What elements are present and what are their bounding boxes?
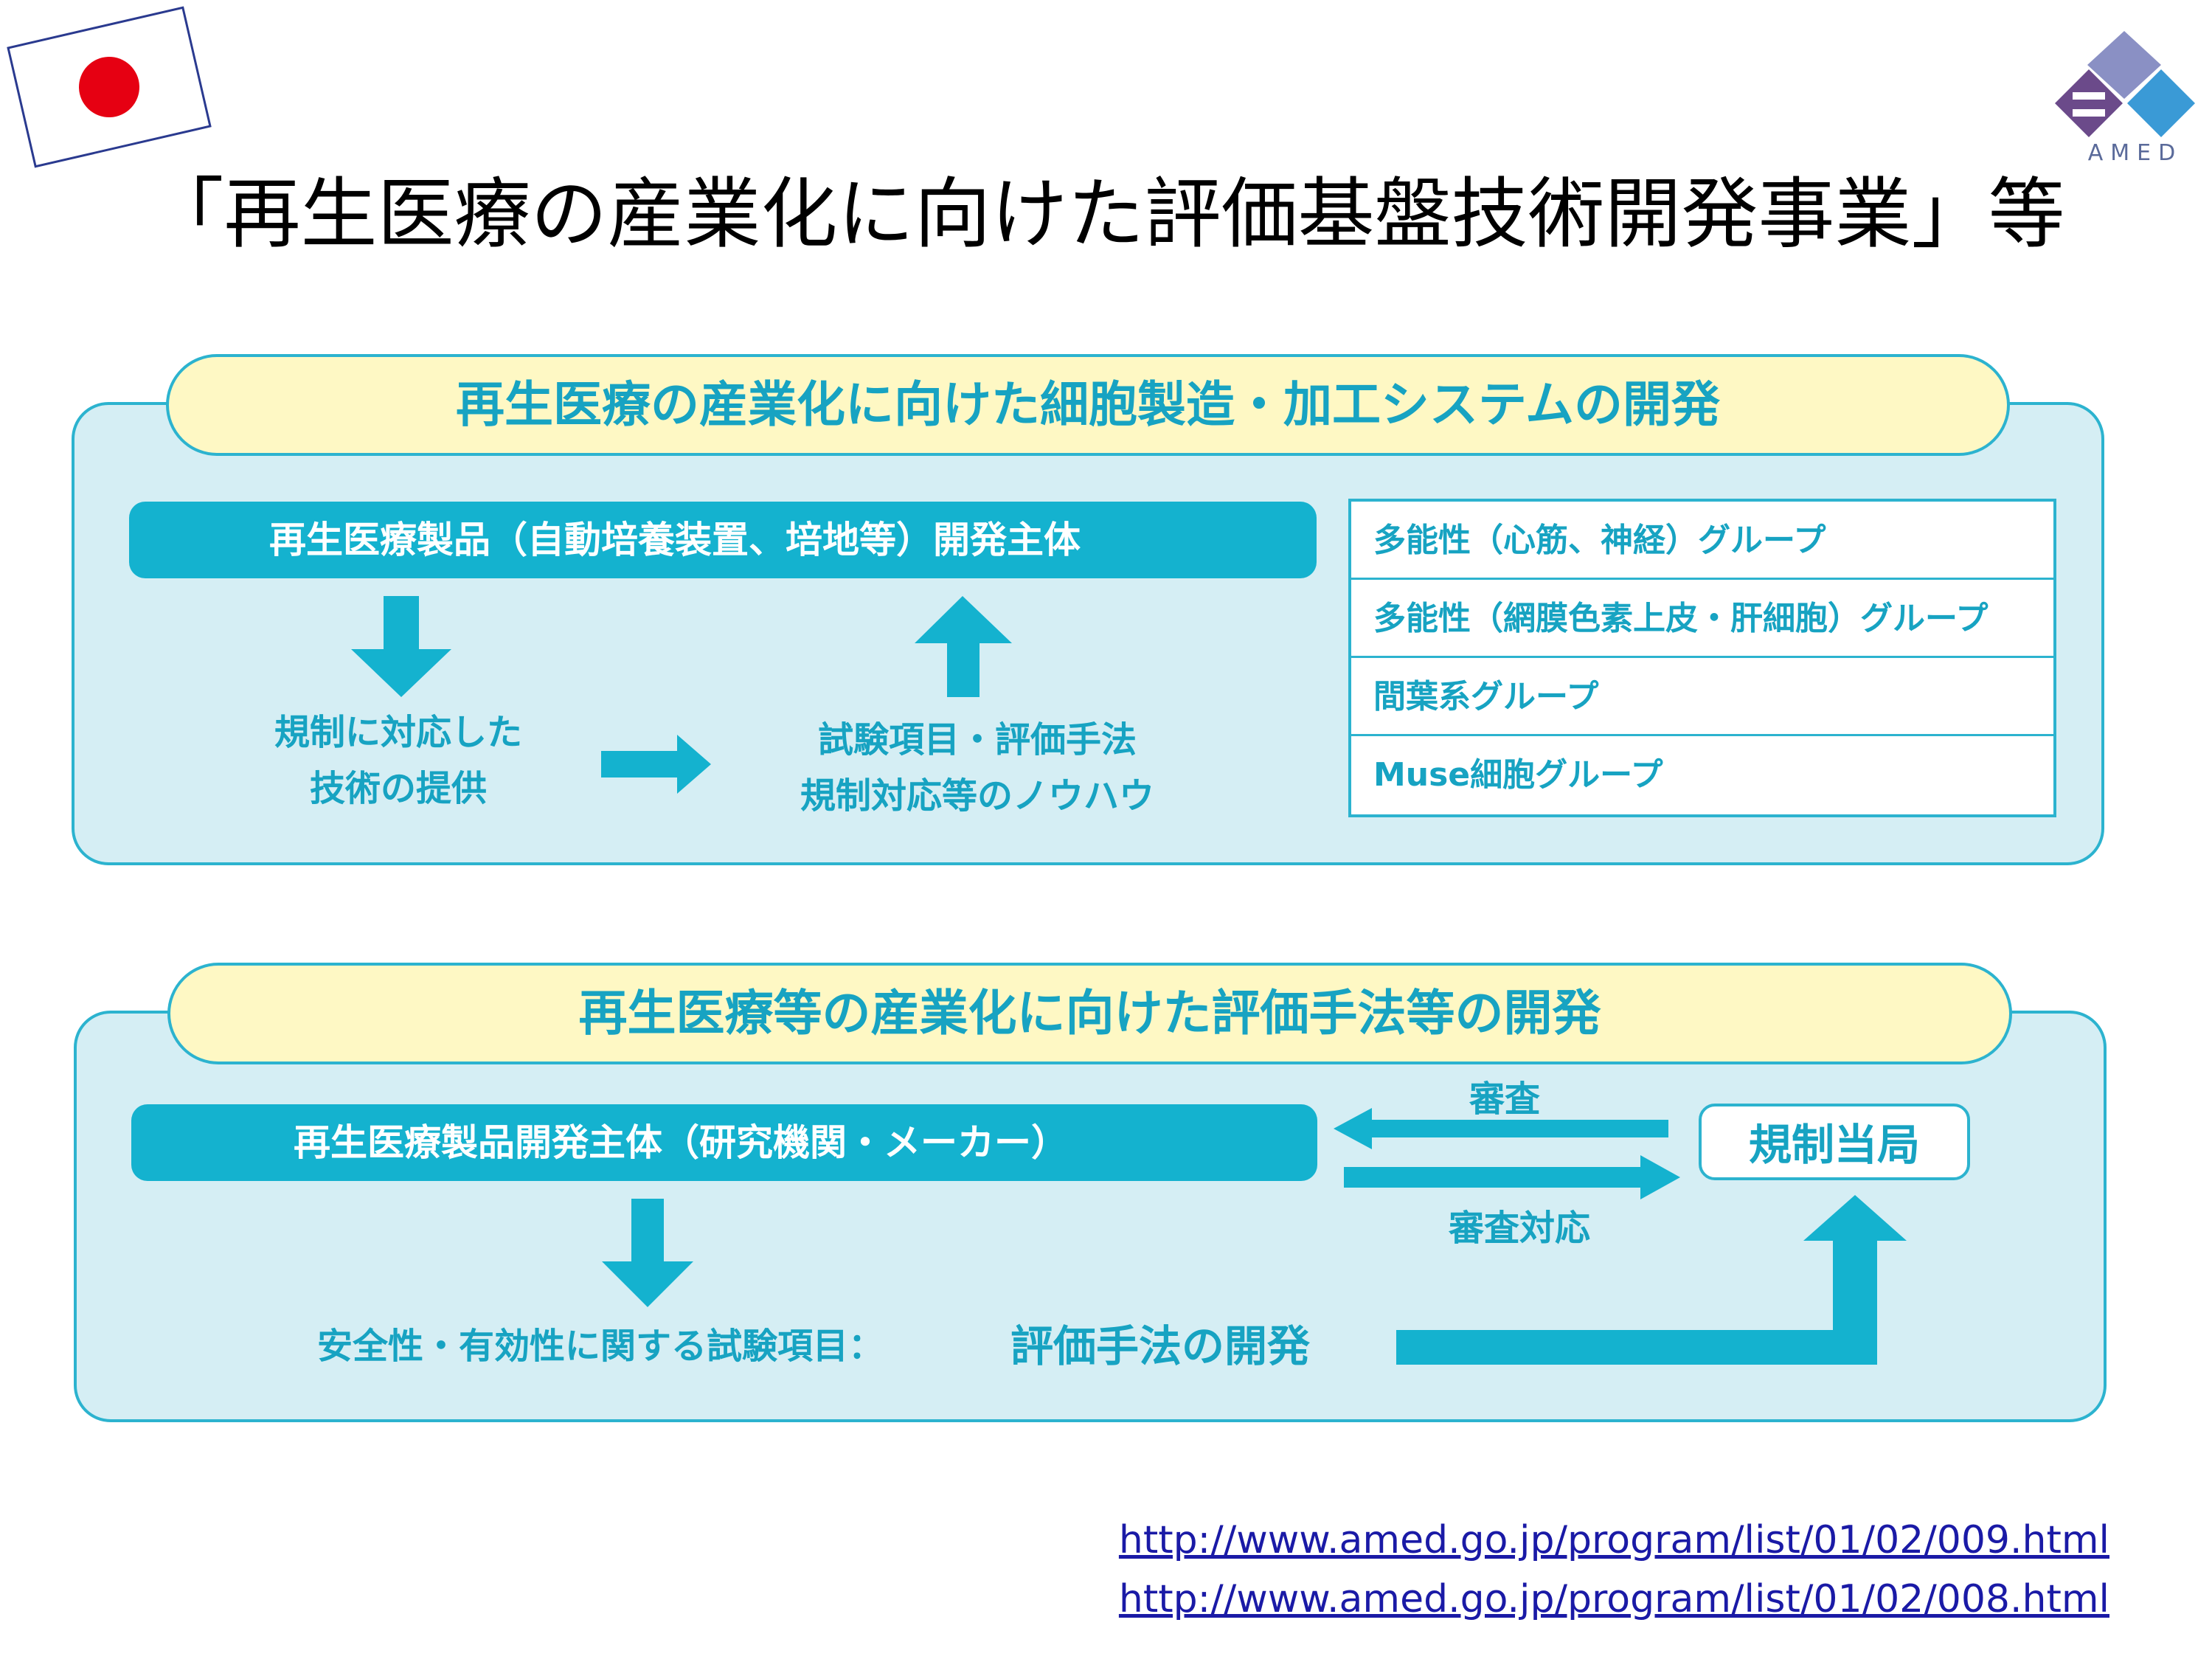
- evaluation-method-text: 評価手法の開発: [1010, 1321, 1311, 1371]
- regulatory-authority-box: 規制当局: [1699, 1104, 1970, 1180]
- text-line: 規制に対応した: [274, 712, 522, 753]
- panel-top-banner: 再生医療の産業化に向けた細胞製造・加工システムの開発: [166, 354, 2010, 456]
- knowhow-text: 試験項目・評価手法 規制対応等のノウハウ: [738, 712, 1217, 824]
- logo-e-bar: [2073, 92, 2105, 100]
- arrow-down-icon: [351, 596, 451, 697]
- arrow-elbow-up-icon: [1396, 1195, 1907, 1365]
- text-line: 試験項目・評価手法: [817, 719, 1137, 761]
- arrow-up-icon: [915, 596, 1012, 697]
- regulatory-tech-text: 規制に対応した 技術の提供: [221, 704, 575, 817]
- review-response-label: 審査対応: [1448, 1208, 1590, 1249]
- group-item: 間葉系グループ: [1351, 658, 2053, 736]
- arrow-right-icon: [601, 735, 711, 794]
- reference-link[interactable]: http://www.amed.go.jp/program/list/01/02…: [1118, 1577, 2109, 1621]
- amed-logo: [2055, 31, 2195, 137]
- group-item: 多能性（心筋、神経）グループ: [1351, 502, 2053, 580]
- slide-title: 「再生医療の産業化に向けた評価基盤技術開発事業」等: [147, 169, 2065, 259]
- text-line: 技術の提供: [309, 768, 487, 809]
- panel-bottom-banner: 再生医療等の産業化に向けた評価手法等の開発: [167, 963, 2012, 1064]
- safety-efficacy-text: 安全性・有効性に関する試験項目：: [317, 1326, 884, 1367]
- developer-band-top: 再生医療製品（自動培養装置、培地等）開発主体: [129, 502, 1317, 578]
- arrow-right-icon: [1344, 1155, 1680, 1199]
- logo-diamond-top: [2087, 31, 2161, 99]
- group-item: 多能性（網膜色素上皮・肝細胞）グループ: [1351, 580, 2053, 658]
- research-groups-list: 多能性（心筋、神経）グループ 多能性（網膜色素上皮・肝細胞）グループ 間葉系グル…: [1348, 499, 2056, 817]
- group-item: Muse細胞グループ: [1373, 756, 1663, 794]
- logo-diamond-left: [2055, 69, 2123, 137]
- logo-text: AMED: [2087, 140, 2183, 166]
- developer-band-bottom: 再生医療製品開発主体（研究機関・メーカー）: [131, 1104, 1317, 1181]
- arrow-down-icon: [602, 1199, 693, 1307]
- logo-e-bar: [2073, 109, 2105, 117]
- logo-diamond-right: [2127, 69, 2195, 137]
- review-label: 審査: [1469, 1078, 1540, 1120]
- arrow-left-icon: [1334, 1108, 1668, 1149]
- text-line: 規制対応等のノウハウ: [800, 775, 1154, 817]
- reference-link[interactable]: http://www.amed.go.jp/program/list/01/02…: [1118, 1518, 2109, 1562]
